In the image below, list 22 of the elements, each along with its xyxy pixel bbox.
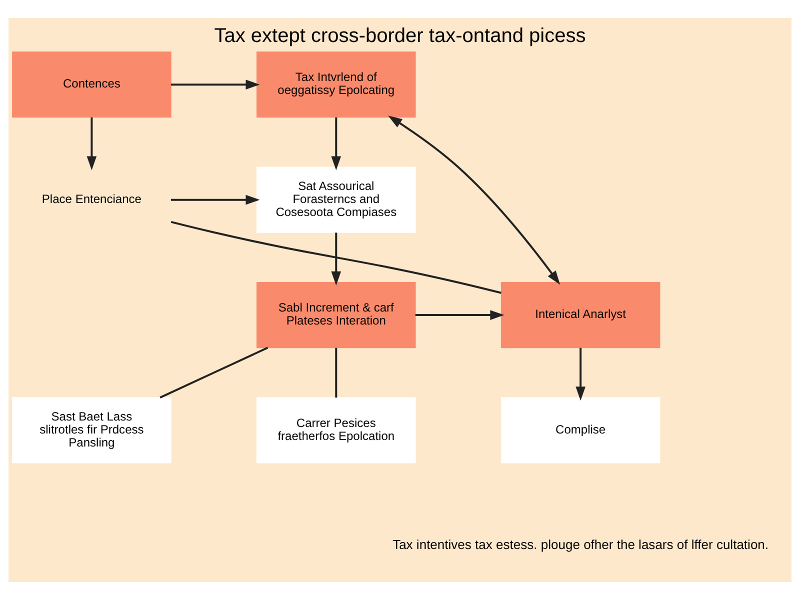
node-box: Contences xyxy=(12,52,172,118)
node-box: Sat Assourical Forasterncs and Cosesoota Compiases xyxy=(256,166,416,233)
node-box: Sast Baet Lass slitrotles fir Prdcess Pansling xyxy=(12,397,172,464)
arrow xyxy=(86,117,97,170)
node-box: Tax Intvrlend of oeggatissy Epolcating xyxy=(256,52,416,118)
arrow xyxy=(170,194,260,205)
caption: Tax intentives tax estess. plouge ofher the lasars of lffer cultation. xyxy=(392,536,769,552)
node-text: Place Entenciance xyxy=(42,192,142,206)
arrow xyxy=(331,232,342,286)
arrow xyxy=(388,116,560,285)
arrow xyxy=(576,348,586,401)
node-box: Complise xyxy=(500,397,660,464)
arrow xyxy=(415,310,504,320)
node-box: Sabl Increment & carf Plateses Interation xyxy=(256,282,416,348)
connector xyxy=(160,346,268,398)
arrow xyxy=(331,117,342,170)
arrow xyxy=(170,80,260,90)
diagram-title: Tax extept cross-border tax-ontand picess xyxy=(214,25,586,48)
connector xyxy=(170,220,502,294)
node-box: Intenical Anarlyst xyxy=(500,282,660,348)
node-box: Carrer Pesices fraetherfos Epolcation xyxy=(256,397,416,464)
connector xyxy=(335,348,338,398)
